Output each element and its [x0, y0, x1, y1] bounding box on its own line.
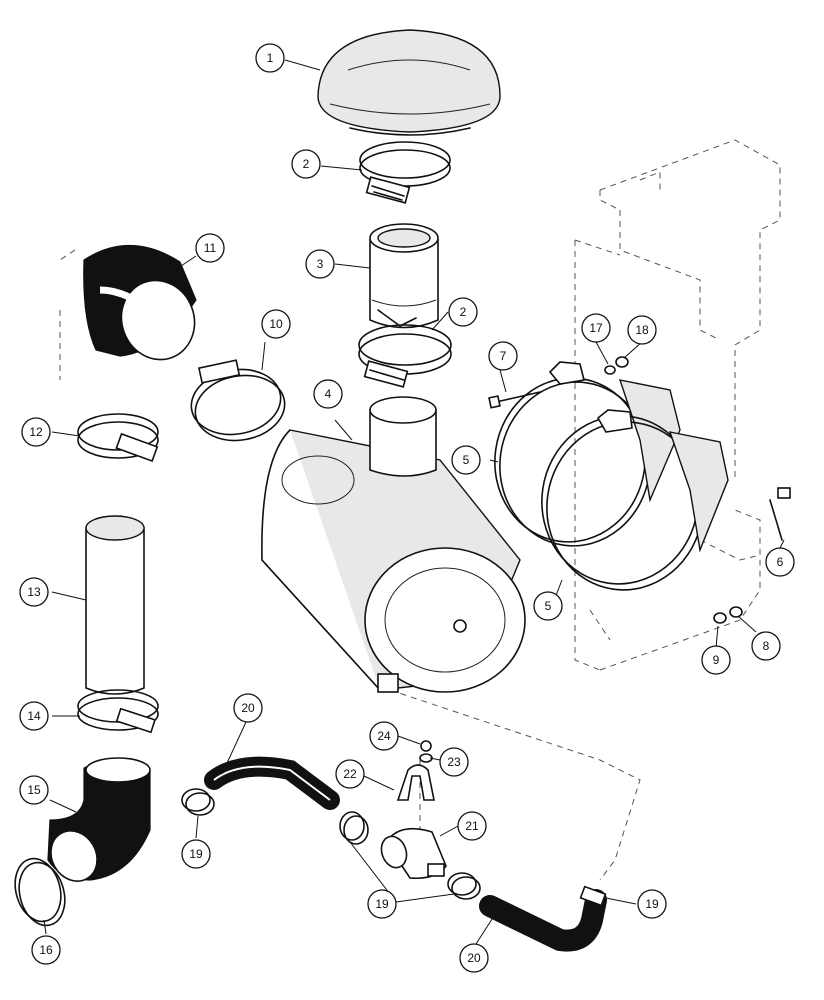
svg-text:20: 20	[467, 951, 481, 965]
svg-text:19: 19	[645, 897, 659, 911]
svg-text:16: 16	[39, 943, 53, 957]
callout-23: 23	[439, 747, 469, 777]
mounting-band-upper	[494, 361, 681, 547]
air-cleaner-body	[261, 396, 526, 693]
washer-18	[615, 356, 629, 368]
svg-text:4: 4	[325, 387, 332, 401]
callout-14: 14	[19, 701, 49, 731]
rubber-elbow-upper	[83, 244, 197, 361]
svg-text:6: 6	[777, 555, 784, 569]
callout-19-mid: 19	[367, 889, 397, 919]
callout-24: 24	[369, 721, 399, 751]
svg-text:19: 19	[189, 847, 203, 861]
svg-text:14: 14	[27, 709, 41, 723]
callout-21: 21	[457, 811, 487, 841]
svg-text:1: 1	[267, 51, 274, 65]
long-tube	[85, 515, 145, 695]
hose-clamp-19-mid	[339, 811, 369, 845]
svg-text:8: 8	[763, 639, 770, 653]
callout-19-left: 19	[181, 839, 211, 869]
callout-11: 11	[195, 233, 225, 263]
hose-clamp-12	[77, 413, 159, 463]
callout-20-upper: 20	[233, 693, 263, 723]
callout-13: 13	[19, 577, 49, 607]
callout-6: 6	[765, 547, 795, 577]
svg-text:18: 18	[635, 323, 649, 337]
callout-3: 3	[305, 249, 335, 279]
washer-8	[729, 606, 743, 618]
dome-cap	[317, 29, 501, 136]
hose-clamp-lower	[358, 324, 452, 388]
short-tube	[369, 223, 439, 329]
svg-text:13: 13	[27, 585, 41, 599]
svg-text:21: 21	[465, 819, 479, 833]
svg-text:15: 15	[27, 783, 41, 797]
callout-9: 9	[701, 645, 731, 675]
callout-16: 16	[31, 935, 61, 965]
nut-17	[604, 365, 616, 375]
hose-clamp-19-far	[579, 885, 607, 907]
vacuator-valve	[380, 827, 447, 880]
bolt-7	[488, 391, 541, 409]
svg-text:19: 19	[375, 897, 389, 911]
callout-8: 8	[751, 631, 781, 661]
bracket-22	[396, 764, 435, 801]
hose-clamp-19-right	[447, 872, 481, 900]
svg-text:23: 23	[447, 755, 461, 769]
callout-19-right: 19	[637, 889, 667, 919]
callout-2-lower: 2	[448, 297, 478, 327]
callout-5-lower: 5	[533, 591, 563, 621]
callout-10: 10	[261, 309, 291, 339]
svg-text:5: 5	[463, 453, 470, 467]
callout-17: 17	[581, 313, 611, 343]
rubber-elbow-lower	[47, 757, 151, 882]
svg-text:10: 10	[269, 317, 283, 331]
svg-text:9: 9	[713, 653, 720, 667]
hose-clamp-10	[190, 359, 286, 442]
callout-18: 18	[627, 315, 657, 345]
callout-15: 15	[19, 775, 49, 805]
callout-22: 22	[335, 759, 365, 789]
svg-text:20: 20	[241, 701, 255, 715]
callout-5-upper: 5	[451, 445, 481, 475]
svg-text:7: 7	[500, 349, 507, 363]
hose-clamp-upper	[359, 141, 451, 204]
bolt-6	[769, 487, 791, 541]
svg-text:24: 24	[377, 729, 391, 743]
mounting-band-lower	[541, 409, 729, 591]
callout-20-lower: 20	[459, 943, 489, 973]
callout-1: 1	[255, 43, 285, 73]
callout-2-upper: 2	[291, 149, 321, 179]
svg-text:11: 11	[204, 241, 217, 255]
callout-7: 7	[488, 341, 518, 371]
hose-clamp-16	[14, 857, 66, 927]
vacuator-hose-upper	[204, 756, 340, 810]
svg-text:17: 17	[589, 321, 603, 335]
svg-text:5: 5	[545, 599, 552, 613]
vacuator-hose-lower	[479, 889, 607, 952]
callout-12: 12	[21, 417, 51, 447]
svg-text:2: 2	[303, 157, 310, 171]
callout-4: 4	[313, 379, 343, 409]
nut-9	[713, 612, 727, 624]
svg-text:3: 3	[317, 257, 324, 271]
svg-text:22: 22	[343, 767, 357, 781]
hose-clamp-14	[77, 689, 159, 734]
nut-24	[420, 740, 432, 752]
svg-text:12: 12	[29, 425, 43, 439]
hose-clamp-19-left	[181, 788, 215, 816]
svg-text:2: 2	[460, 305, 467, 319]
